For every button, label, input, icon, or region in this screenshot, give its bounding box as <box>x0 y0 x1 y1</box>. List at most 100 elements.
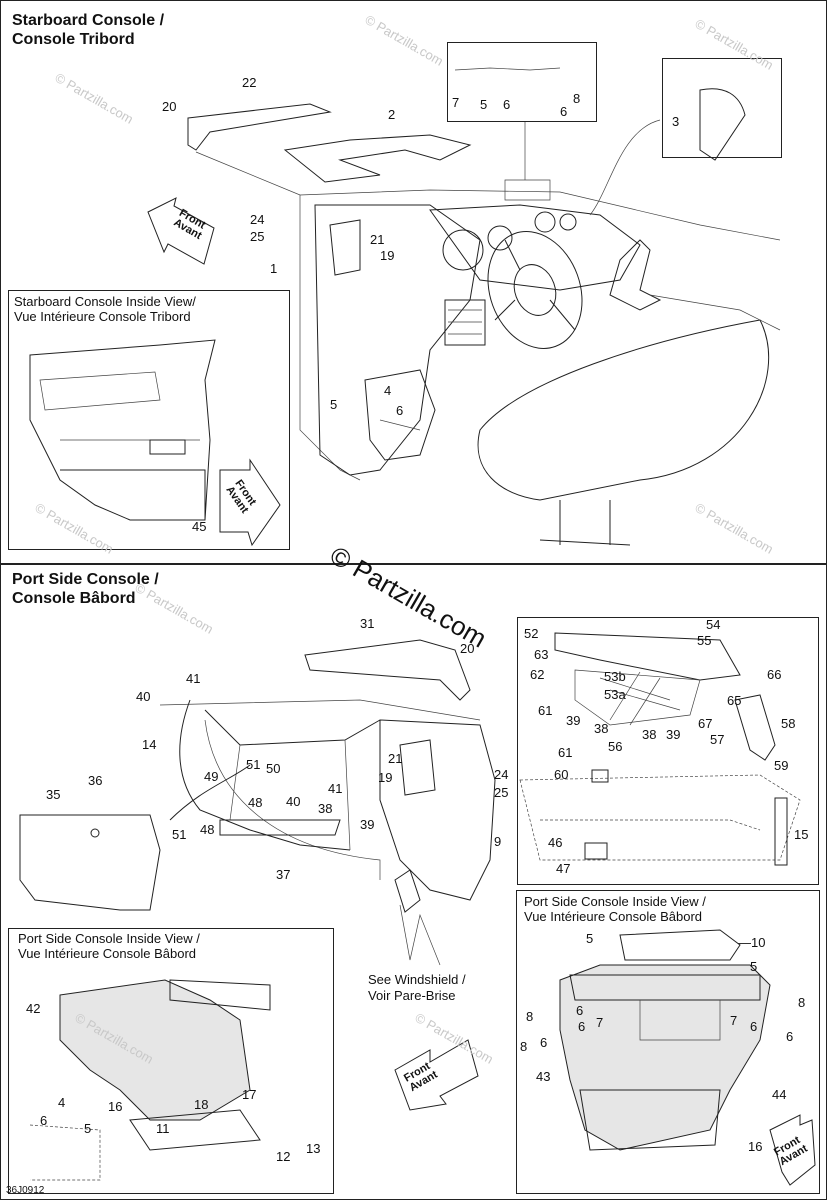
starboard-inside-title-fr: Vue Intérieure Console Tribord <box>14 309 191 324</box>
callout-c7b: 7 <box>596 1015 604 1030</box>
callout-c12: 12 <box>276 1149 291 1164</box>
callout-c21b: 21 <box>388 751 403 766</box>
callout-c61b: 61 <box>558 745 573 760</box>
callout-c58: 58 <box>781 716 796 731</box>
callout-c16a: 16 <box>108 1099 123 1114</box>
callout-c8d: 8 <box>526 1009 534 1024</box>
callout-c66: 66 <box>767 667 782 682</box>
callout-c63: 63 <box>534 647 549 662</box>
see-windshield-note-fr: Voir Pare-Brise <box>368 988 456 1003</box>
callout-c38c: 38 <box>642 727 657 742</box>
callout-c51b: 51 <box>172 827 187 842</box>
callout-c62: 62 <box>530 667 545 682</box>
callout-c2: 2 <box>388 107 396 122</box>
callout-c53a: 53a <box>604 687 626 702</box>
callout-c38b: 38 <box>594 721 609 736</box>
see-windshield-note-en: See Windshield / <box>368 972 466 987</box>
callout-c37: 37 <box>276 867 291 882</box>
callout-c5b: 5 <box>330 397 338 412</box>
callout-c11: 11 <box>156 1121 170 1136</box>
callout-c54: 54 <box>706 617 721 632</box>
callout-c48b: 48 <box>200 822 215 837</box>
callout-c39b: 39 <box>566 713 581 728</box>
callout-c21a: 21 <box>370 232 385 247</box>
callout-c25b: 25 <box>494 785 509 800</box>
callout-c6f: 6 <box>578 1019 586 1034</box>
callout-c5e: 5 <box>750 959 758 974</box>
callout-c24a: 24 <box>250 212 265 227</box>
callout-c10: —10 <box>738 935 766 950</box>
callout-c20b: 20 <box>460 641 475 656</box>
callout-c24b: 24 <box>494 767 509 782</box>
callout-c4b: 4 <box>58 1095 66 1110</box>
port-inside-right-title-en: Port Side Console Inside View / <box>524 894 706 909</box>
callout-c42: 42 <box>26 1001 41 1016</box>
starboard-top-detail-box <box>447 42 597 122</box>
callout-c48a: 48 <box>248 795 263 810</box>
callout-c60: 60 <box>554 767 569 782</box>
callout-c67: 67 <box>698 716 713 731</box>
callout-c8a: 8 <box>573 91 581 106</box>
callout-c50: 50 <box>266 761 281 776</box>
callout-c41a: 41 <box>186 671 201 686</box>
callout-c6h: 6 <box>750 1019 758 1034</box>
callout-c46: 46 <box>548 835 563 850</box>
diagram-code: 36J0912 <box>6 1185 45 1196</box>
callout-c9: 9 <box>494 834 502 849</box>
callout-c17: 17 <box>242 1087 257 1102</box>
callout-c6g: 6 <box>540 1035 548 1050</box>
callout-c6c: 6 <box>396 403 404 418</box>
callout-c3: 3 <box>672 114 680 129</box>
callout-c31: 31 <box>360 616 375 631</box>
callout-c6a: 6 <box>503 97 511 112</box>
callout-c43: 43 <box>536 1069 551 1084</box>
port-inside-left-title-en: Port Side Console Inside View / <box>18 931 200 946</box>
callout-c8c: 8 <box>520 1039 528 1054</box>
callout-c5d: 5 <box>586 931 594 946</box>
callout-c8b: 8 <box>798 995 806 1010</box>
callout-c39c: 39 <box>666 727 681 742</box>
callout-c44: 44 <box>772 1087 787 1102</box>
port-throttle-detail-box <box>517 617 819 885</box>
port-inside-right-title-fr: Vue Intérieure Console Bâbord <box>524 909 703 924</box>
callout-c40a: 40 <box>136 689 151 704</box>
seal-detail-box <box>662 58 782 158</box>
callout-c6e: 6 <box>786 1029 794 1044</box>
callout-c4a: 4 <box>384 383 392 398</box>
callout-c16b: 16 <box>748 1139 763 1154</box>
callout-c7c: 7 <box>730 1013 738 1028</box>
callout-c38a: 38 <box>318 801 333 816</box>
callout-c52: 52 <box>524 626 539 641</box>
callout-c6d: 6 <box>40 1113 48 1128</box>
callout-c19b: 19 <box>378 770 393 785</box>
callout-c14: 14 <box>142 737 157 752</box>
callout-c56: 56 <box>608 739 623 754</box>
port-inside-view-left-box <box>8 928 334 1194</box>
callout-c47: 47 <box>556 861 571 876</box>
callout-c45: 45 <box>192 519 207 534</box>
callout-c57: 57 <box>710 732 725 747</box>
callout-c61a: 61 <box>538 703 553 718</box>
callout-c53b: 53b <box>604 669 626 684</box>
callout-c55: 55 <box>697 633 712 648</box>
starboard-title-fr: Console Tribord <box>12 31 135 48</box>
callout-c6b: 6 <box>560 104 568 119</box>
callout-c19a: 19 <box>380 248 395 263</box>
callout-c49: 49 <box>204 769 219 784</box>
callout-c7: 7 <box>452 95 460 110</box>
callout-c5a: 5 <box>480 97 488 112</box>
callout-c22: 22 <box>242 75 257 90</box>
callout-c6i: 6 <box>576 1003 584 1018</box>
callout-c41b: 41 <box>328 781 343 796</box>
callout-c36: 36 <box>88 773 103 788</box>
callout-c25a: 25 <box>250 229 265 244</box>
starboard-title-en: Starboard Console / <box>12 12 165 29</box>
port-title-fr: Console Bâbord <box>12 590 136 607</box>
callout-c51a: 51 <box>246 757 261 772</box>
callout-c40b: 40 <box>286 794 301 809</box>
port-inside-view-right-box <box>516 890 820 1194</box>
callout-c13: 13 <box>306 1141 321 1156</box>
callout-c35: 35 <box>46 787 61 802</box>
starboard-inside-view-box <box>8 290 290 550</box>
